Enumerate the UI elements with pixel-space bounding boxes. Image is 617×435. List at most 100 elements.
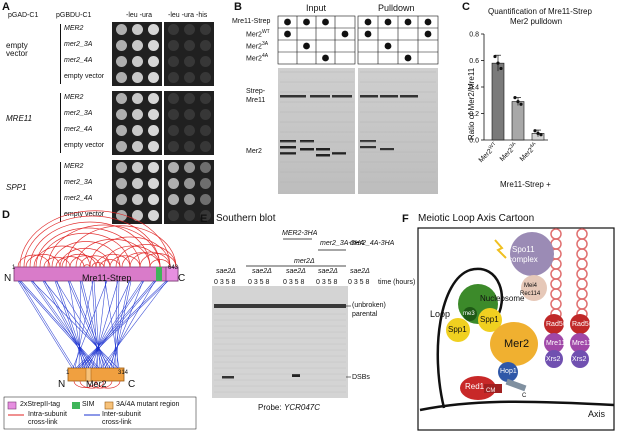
inter-link [18, 280, 98, 369]
yeast-spot [200, 178, 211, 189]
plate-2-1 [164, 160, 214, 224]
col-pgad: pGAD-C1 [8, 12, 39, 19]
yeast-spot [200, 109, 211, 120]
y-tick-label: 0.0 [469, 138, 479, 145]
panel-c-letter: C [462, 1, 470, 13]
rad50-a-label: Rad50 [546, 321, 567, 328]
yeast-spot [148, 40, 159, 51]
intra-arc-mer2 [87, 380, 113, 389]
blot-membrane [212, 286, 348, 398]
intra-arc [99, 259, 121, 268]
band-mre11: Mre11 [246, 97, 266, 104]
mer2-band [300, 148, 314, 151]
row-label: mer2_4A [64, 195, 93, 202]
intra-arc [115, 244, 177, 268]
lane-2: sae2Δ [252, 268, 272, 275]
yeast-spot [184, 56, 195, 67]
hop1 [498, 362, 518, 382]
inter-link [68, 280, 84, 369]
inter-link [81, 280, 105, 369]
row-label: MER2 [64, 94, 84, 101]
inter-link [55, 280, 111, 369]
row-label: mer2_4A [64, 126, 93, 133]
yeast-spot [148, 141, 159, 152]
yeast-spot [148, 109, 159, 120]
yeast-spot [148, 93, 159, 104]
spo11-label: Spo11 [512, 245, 535, 254]
yeast-spot [148, 162, 159, 173]
mer2-band [280, 140, 296, 143]
inter-link [78, 280, 82, 369]
inter-link [87, 280, 131, 369]
row-mer2-3a: Mer23A [246, 41, 269, 51]
intra-arc [109, 255, 141, 268]
axis-line [419, 400, 615, 412]
intra-arc [139, 253, 177, 268]
inter-link [79, 280, 155, 369]
grid-dots [284, 18, 432, 62]
time-3: 0 3 5 8 [283, 279, 305, 286]
intra-arc-mer2 [79, 380, 105, 389]
y-tick-label: 0.8 [469, 32, 479, 39]
yeast-spot [116, 162, 127, 173]
panel-e-letter: E [200, 213, 208, 225]
inter-link [74, 280, 94, 369]
yeast-spot [132, 162, 143, 173]
mer2-n: N [58, 379, 66, 390]
yeast-spot [184, 178, 195, 189]
inter-link [83, 280, 143, 369]
intra-arc [29, 221, 151, 268]
time-label: time (hours) [378, 279, 416, 286]
spp1-b-label: Spp1 [480, 315, 499, 324]
yeast-spot [148, 24, 159, 35]
dsb-band [222, 376, 234, 379]
pulldown-dot [364, 30, 372, 38]
plate-1-1 [164, 91, 214, 155]
row-label: MER2 [64, 25, 84, 32]
yeast-spot [184, 194, 195, 205]
legend-intra-2: cross-link [28, 419, 58, 426]
yeast-spot [132, 56, 143, 67]
strep-tag [165, 266, 179, 282]
intra-arc [51, 241, 121, 268]
input-dot [303, 42, 310, 50]
yeast-spot [116, 40, 127, 51]
x-tick-label: Mer2WT [476, 141, 499, 164]
rec114-label: Rec114 [520, 291, 541, 297]
yeast-spot [168, 194, 179, 205]
yeast-spot [168, 210, 179, 221]
inter-link [19, 280, 75, 369]
rad50-a [544, 314, 564, 334]
yeast-spot [184, 141, 195, 152]
yeast-spot [116, 109, 127, 120]
plate-1-0 [112, 91, 162, 155]
time-2: 0 3 5 8 [248, 279, 270, 286]
inter-link [77, 280, 169, 369]
southern-blot [212, 238, 351, 398]
yeast-spot [200, 56, 211, 67]
yeast-spot [148, 194, 159, 205]
legend-strep-swatch [7, 401, 17, 410]
time-5: 0 3 5 8 [348, 279, 370, 286]
intra-arc [75, 238, 151, 268]
data-point [519, 102, 523, 106]
yeast-spot [168, 40, 179, 51]
yeast-spot [168, 141, 179, 152]
mer2-start: 1 [66, 370, 70, 376]
mre11-b-label: Mre11 [572, 340, 592, 347]
cartoon-title: Meiotic Loop Axis Cartoon [418, 213, 535, 224]
yeast-spot [116, 72, 127, 83]
intra-arc [43, 256, 71, 268]
plate-2-0 [112, 160, 162, 224]
intra-arc [23, 215, 161, 268]
mer2-blob [490, 322, 538, 366]
data-point [533, 129, 537, 133]
mre11-b [570, 333, 590, 353]
mre11-band [360, 95, 378, 98]
yeast-spot [132, 72, 143, 83]
yeast-spot [200, 162, 211, 173]
yeast-spot [132, 109, 143, 120]
yeast-spot [200, 125, 211, 136]
inter-link [56, 280, 88, 369]
